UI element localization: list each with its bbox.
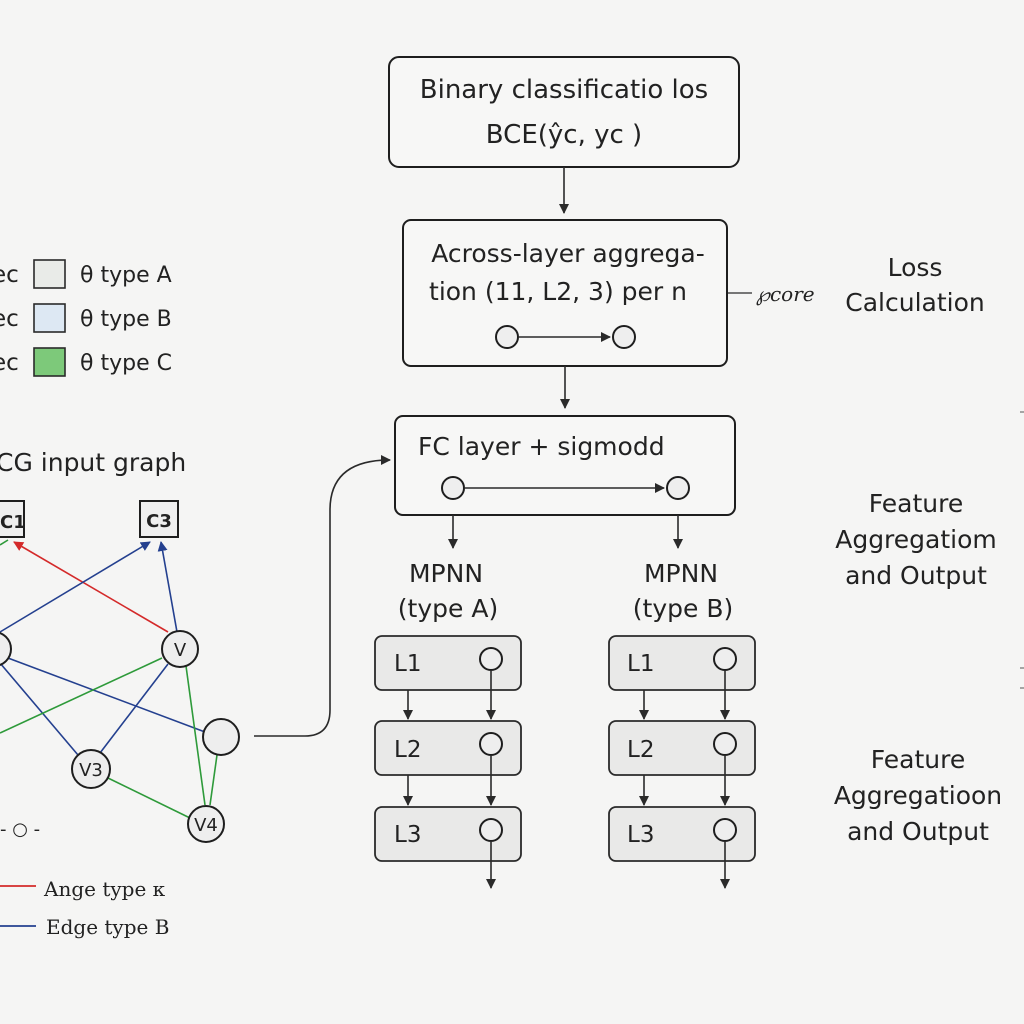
mpnn-b-title: MPNN: [644, 559, 718, 588]
variable-node-v4-label: V4: [194, 815, 218, 836]
mpnn-a-layer-2-label: L2: [394, 737, 421, 763]
fc-box: FC layer + sigmodd: [394, 415, 736, 516]
variable-node-v: [161, 630, 199, 668]
clause-node-c1-label: C1: [0, 512, 26, 533]
legend-prefix-b: ec: [0, 306, 19, 332]
score-label: ℘core: [756, 282, 815, 306]
clause-node-c3-label: C3: [146, 511, 172, 532]
clause-node-c3: [139, 500, 179, 538]
section-feature1-line2: Aggregatiom: [835, 525, 997, 554]
mpnn-b-layer-2-node: [713, 732, 737, 756]
variable-node-v3-label: V3: [79, 760, 103, 781]
section-feature1-line3: and Output: [845, 561, 987, 590]
aggregation-node-right: [612, 325, 636, 349]
mpnn-b-layer-3-node: [713, 818, 737, 842]
edge-green-v3-v4: [107, 777, 191, 819]
variable-node-unlabeled: [202, 718, 240, 756]
mpnn-b-layer-2-label: L2: [627, 737, 654, 763]
mpnn-type-a: MPNN (type A) L1 L2 L3: [374, 559, 522, 889]
variable-node-left: [0, 632, 12, 666]
edge-green-v-v4: [185, 665, 206, 806]
legend-label-b: θ type B: [80, 307, 172, 332]
edge-blue-v-c3: [157, 541, 178, 633]
mpnn-a-subtitle: (type A): [398, 594, 498, 623]
edge-green-c1-stub: [0, 539, 9, 546]
variable-node-v-label: V: [174, 640, 187, 661]
legend-prefix-a: ec: [0, 262, 19, 288]
section-label-loss: Loss Calculation: [845, 253, 984, 317]
legend-swatch-c: [33, 347, 66, 377]
loss-box: Binary classificatio los BCE(ŷc, yc ): [388, 56, 740, 168]
fc-node-left: [441, 476, 465, 500]
legend-prefix-c: ec: [0, 350, 19, 376]
mpnn-a-layer-3-node: [479, 818, 503, 842]
mpnn-b-layer-1-node: [713, 647, 737, 671]
section-feature2-line3: and Output: [847, 817, 989, 846]
legend-swatch-b: [33, 303, 66, 333]
edge-red-v-c1: [13, 541, 169, 633]
mpnn-a-layer-3-label: L3: [394, 822, 421, 848]
variable-node-v4: [187, 805, 225, 843]
aggregation-line1: Across-layer aggrega-: [431, 239, 705, 268]
edge-blue-v-v3: [99, 663, 169, 754]
input-graph: CG input graph C1 C3 V V3 V4 - ○ -: [0, 448, 240, 843]
mpnn-a-layer-1-node: [479, 647, 503, 671]
mpnn-b-subtitle: (type B): [633, 594, 733, 623]
edge-legend-red-label: Ange type κ: [43, 877, 166, 901]
edge-green-left-v: [0, 657, 163, 734]
edge-blue-v0-v3: [0, 662, 79, 756]
aggregation-line2: tion (11, L2, 3) per n: [429, 277, 687, 306]
graph-small-legend: - ○ -: [0, 819, 40, 840]
section-feature1-line1: Feature: [869, 489, 963, 518]
mpnn-a-layer-1-label: L1: [394, 651, 421, 677]
section-feature2-line2: Aggregatioon: [834, 781, 1002, 810]
legend-label-c: θ type C: [80, 351, 172, 376]
section-label-feature-2: Feature Aggregatioon and Output: [834, 745, 1002, 846]
arrow-graph-to-fc: [254, 455, 391, 737]
edge-blue-v0-c3: [0, 541, 151, 633]
variable-node-v3: [71, 749, 111, 789]
aggregation-box: Across-layer aggrega- tion (11, L2, 3) p…: [402, 219, 728, 367]
graph-title: CG input graph: [0, 448, 186, 477]
mpnn-b-layer-1-label: L1: [627, 651, 654, 677]
section-loss-line2: Calculation: [845, 288, 984, 317]
loss-box-formula: BCE(ŷc, yc ): [486, 120, 642, 150]
edge-green-n-v4: [209, 754, 218, 806]
legend-swatch-a: [33, 259, 66, 289]
edge-legend: Ange type κ Edge type B: [0, 877, 169, 939]
aggregation-node-left: [495, 325, 519, 349]
fc-box-label: FC layer + sigmodd: [418, 432, 665, 461]
clause-node-c1: [0, 500, 25, 538]
section-feature2-line1: Feature: [871, 745, 965, 774]
edge-legend-blue-label: Edge type B: [46, 915, 169, 939]
loss-box-title: Binary classificatio los: [420, 75, 708, 105]
node-type-legend: ec θ type A ec θ type B ec θ type C: [0, 259, 172, 377]
mpnn-a-title: MPNN: [409, 559, 483, 588]
fc-node-right: [666, 476, 690, 500]
section-loss-line1: Loss: [888, 253, 943, 282]
section-label-feature-1: Feature Aggregatiom and Output: [835, 489, 997, 590]
mpnn-a-layer-2-node: [479, 732, 503, 756]
mpnn-type-b: MPNN (type B) L1 L2 L3: [608, 559, 756, 889]
mpnn-b-layer-3-label: L3: [627, 822, 654, 848]
edge-blue-v0-n: [0, 654, 206, 733]
legend-label-a: θ type A: [80, 263, 172, 288]
